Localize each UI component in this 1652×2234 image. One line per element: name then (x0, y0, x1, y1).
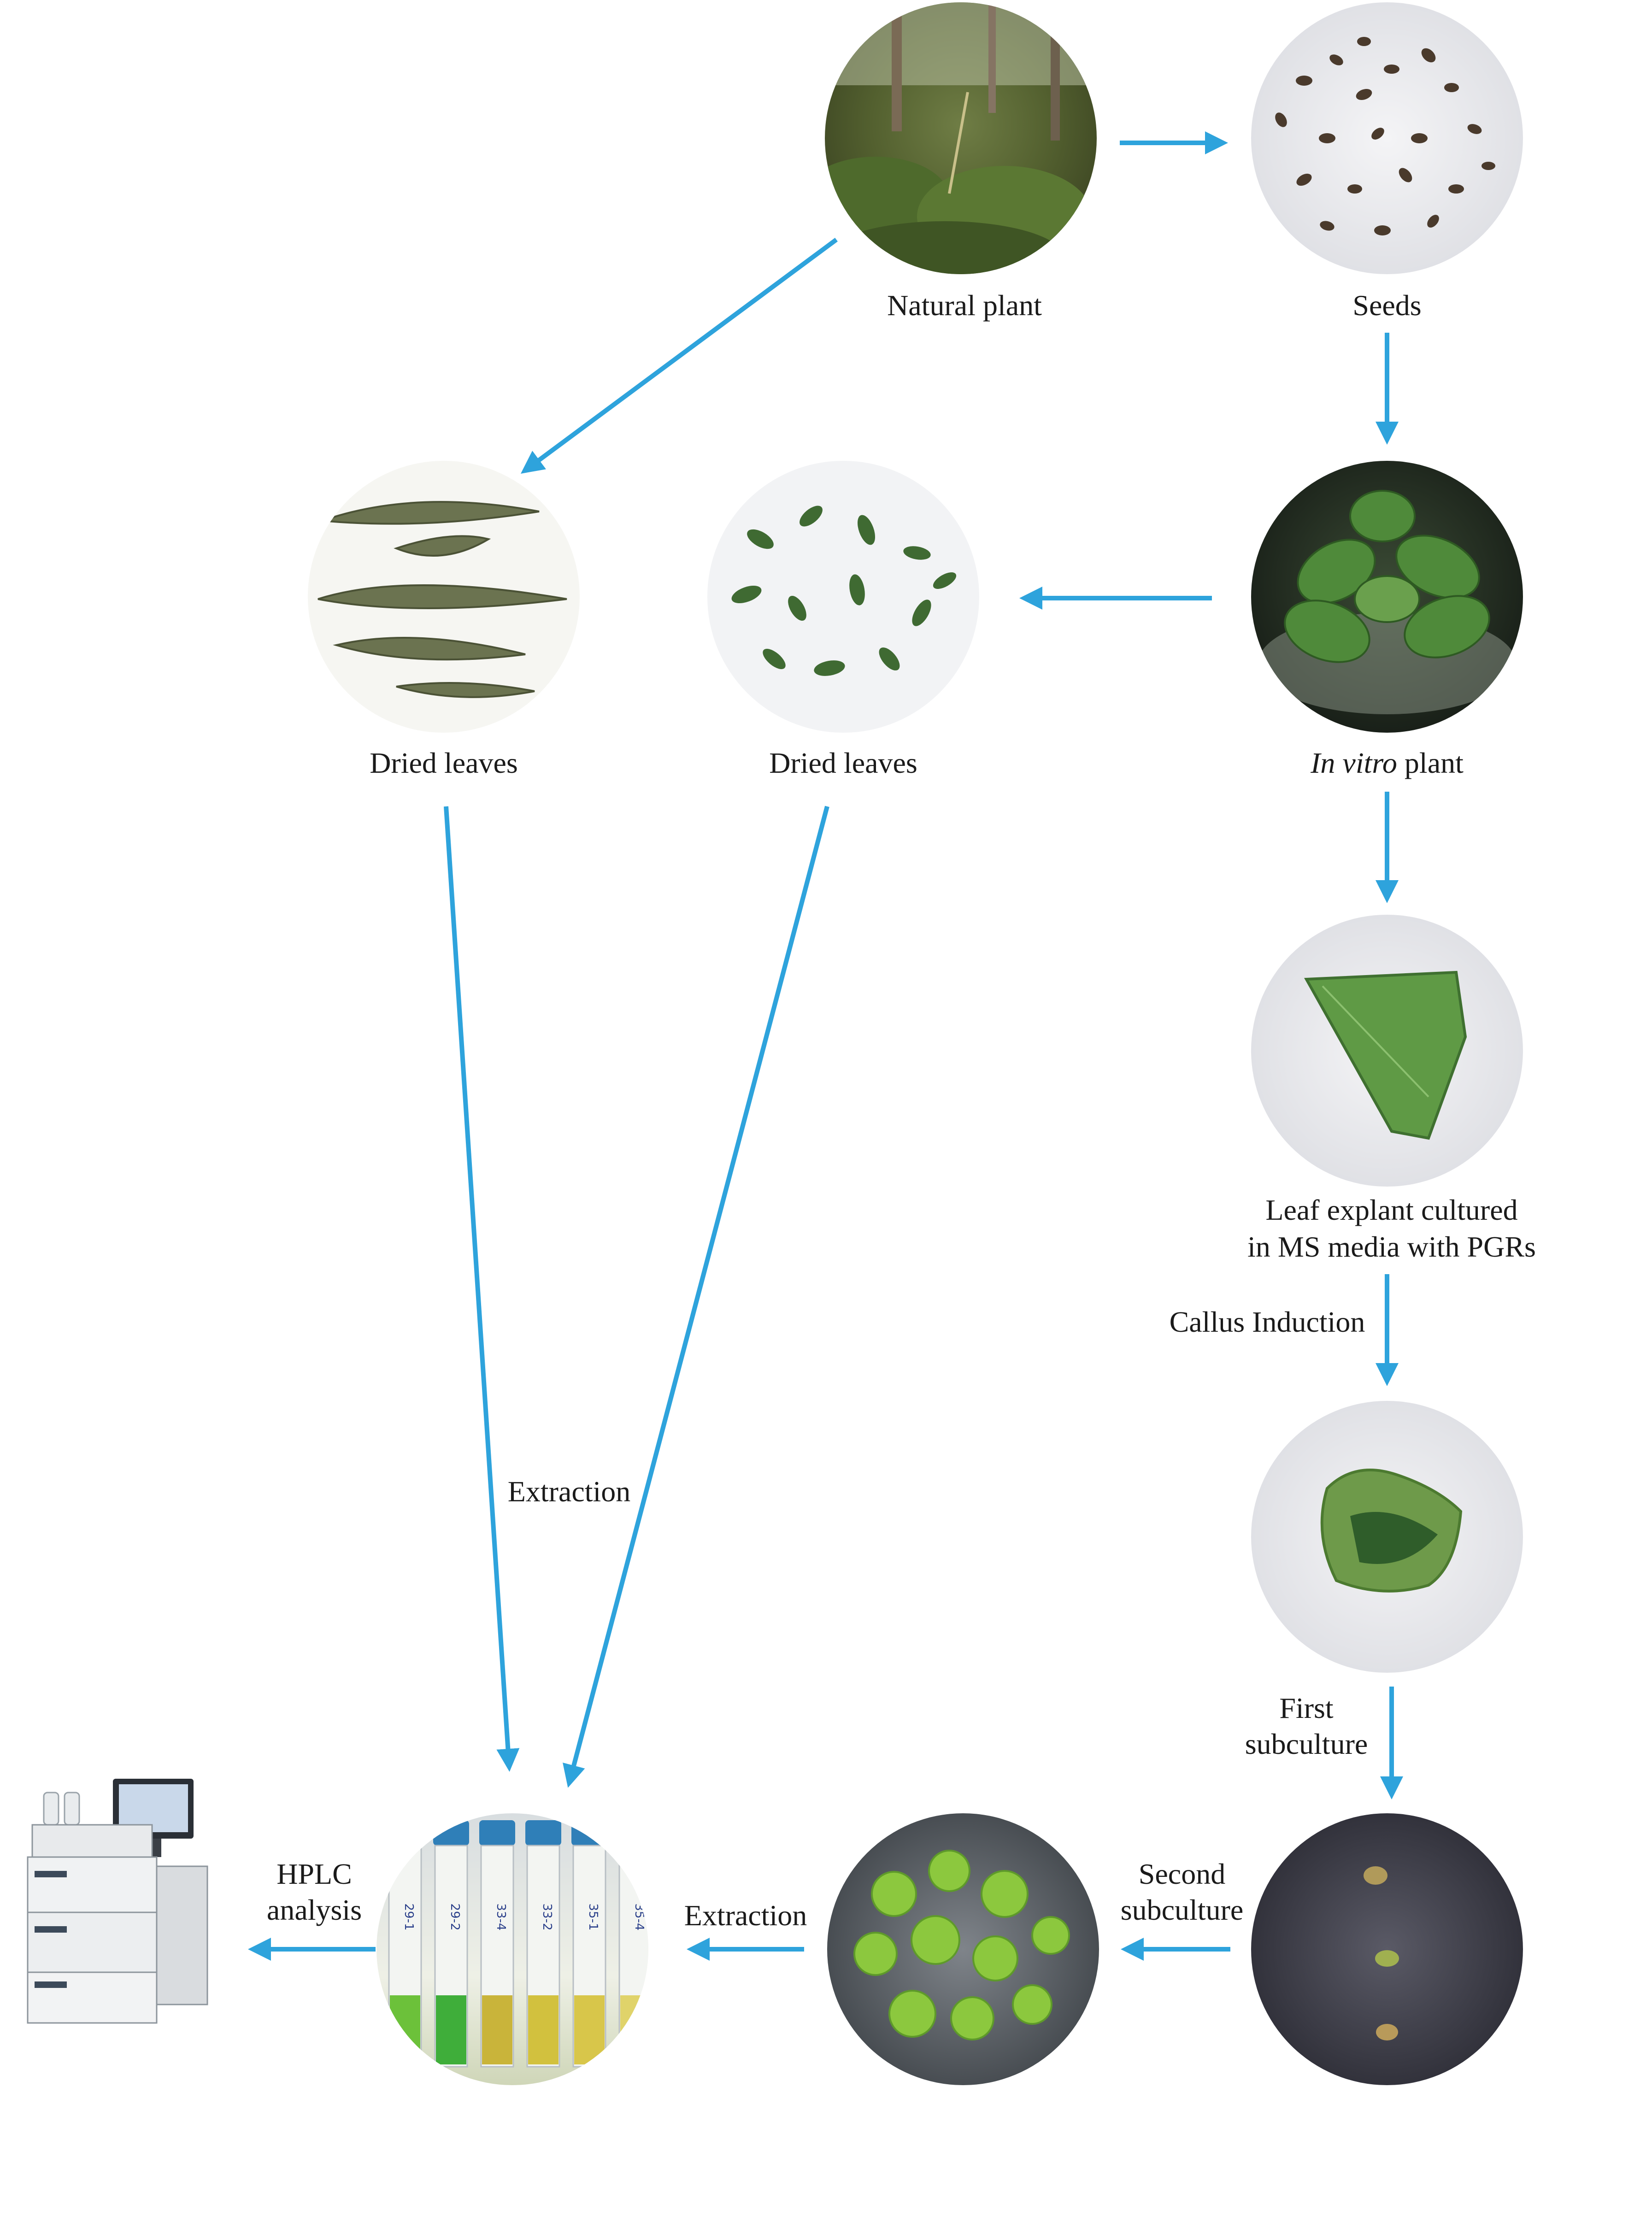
subculture-dish-node (1251, 1813, 1523, 2085)
solvent-bottle (64, 1792, 80, 1826)
in-vitro-plant-label: In vitro plant (1310, 747, 1464, 779)
tube-cap (387, 1820, 423, 1846)
tube-extract-liquid (436, 1995, 466, 2064)
extract-tube: 35-4 (617, 1820, 648, 2068)
in-vitro-plant-photo (1251, 461, 1523, 733)
tube-label: 29-2 (448, 1903, 462, 1930)
hplc-label-line1: HPLC (276, 1858, 352, 1890)
leaf-explant-label-line2: in MS media with PGRs (1247, 1230, 1536, 1263)
extract-tube: 33-2 (525, 1820, 561, 2068)
seeds-label: Seeds (1352, 289, 1421, 322)
dried-leaves-in-vitro-photo (707, 461, 979, 733)
leaf-explant-label-line1: Leaf explant cultured (1265, 1193, 1517, 1226)
hplc-column-oven (156, 1865, 208, 2005)
leaf-explant-photo (1251, 915, 1523, 1187)
hplc-module-detector (27, 1971, 158, 2024)
hplc-module-pump (27, 1856, 158, 1913)
tube-cap (433, 1820, 469, 1846)
natural-plant-photo (825, 2, 1097, 274)
tube-cap (525, 1820, 561, 1846)
callus-photo (1251, 1401, 1523, 1673)
dried-leaves-in-vitro-label: Dried leaves (769, 747, 917, 779)
first-subculture-label-line2: subculture (1245, 1728, 1368, 1760)
dried-leaves-in-vitro-node: Dried leaves (707, 461, 979, 779)
dried-leaves-natural-photo (308, 461, 580, 733)
first-subculture-label-line1: First (1279, 1692, 1334, 1724)
natural-plant-label: Natural plant (887, 289, 1042, 322)
tube-cap (571, 1820, 607, 1846)
hplc-module-sampler (27, 1911, 158, 1973)
tube-extract-liquid (482, 1995, 512, 2064)
tube-extract-liquid (574, 1995, 605, 2064)
seeds-node: Seeds (1251, 2, 1523, 322)
tube-label: 33-4 (494, 1903, 508, 1930)
arrows (248, 131, 1403, 1961)
tube-extract-liquid (390, 1995, 420, 2064)
tube-cap (479, 1820, 515, 1846)
second-subculture-label-line1: Second (1139, 1858, 1225, 1890)
solvent-bottle (43, 1792, 59, 1826)
hplc-label-line2: analysis (267, 1893, 362, 1926)
arrow-natural-to-dried (520, 237, 838, 474)
second-subculture-label-line2: subculture (1121, 1893, 1244, 1926)
arrow-dried-natural-to-extract (444, 806, 520, 1772)
extract-tube: 35-1 (571, 1820, 607, 2068)
tube-label: 35-4 (632, 1903, 646, 1930)
arrow-dried-in-vitro-to-extract (563, 805, 829, 1788)
hplc-instrument (27, 1779, 208, 2024)
callus-clusters-node (827, 1813, 1099, 2085)
callus-node (1251, 1401, 1523, 1673)
extract-tubes-photo: 29-1 29-2 33-4 33-2 35-1 35-4 (376, 1813, 648, 2085)
callus-clusters-photo (827, 1813, 1099, 2085)
dried-leaves-natural-label: Dried leaves (370, 747, 518, 779)
extraction-left-label: Extraction (508, 1475, 631, 1508)
extract-tube: 29-1 (387, 1820, 423, 2068)
extraction-bottom-label: Extraction (684, 1899, 807, 1932)
natural-plant-node: Natural plant (825, 2, 1097, 322)
tube-cap (617, 1820, 648, 1846)
tube-label: 33-2 (540, 1903, 554, 1930)
tube-extract-liquid (620, 1995, 648, 2064)
extract-tube: 33-4 (479, 1820, 515, 2068)
subculture-dish-photo (1251, 1813, 1523, 2085)
dried-leaves-natural-node: Dried leaves (308, 461, 580, 779)
hplc-module-top (31, 1824, 153, 1858)
in-vitro-plant-node: In vitro plant (1251, 461, 1523, 779)
seeds-photo (1251, 2, 1523, 274)
extract-tubes-node: 29-1 29-2 33-4 33-2 35-1 35-4 (376, 1813, 648, 2085)
callus-induction-label: Callus Induction (1170, 1305, 1365, 1338)
extract-tube: 29-2 (433, 1820, 469, 2068)
tube-label: 35-1 (586, 1903, 600, 1930)
tube-body (618, 1845, 648, 2068)
tube-label: 29-1 (402, 1903, 416, 1930)
tube-extract-liquid (528, 1995, 559, 2064)
leaf-explant-node: Leaf explant cultured in MS media with P… (1247, 915, 1536, 1263)
